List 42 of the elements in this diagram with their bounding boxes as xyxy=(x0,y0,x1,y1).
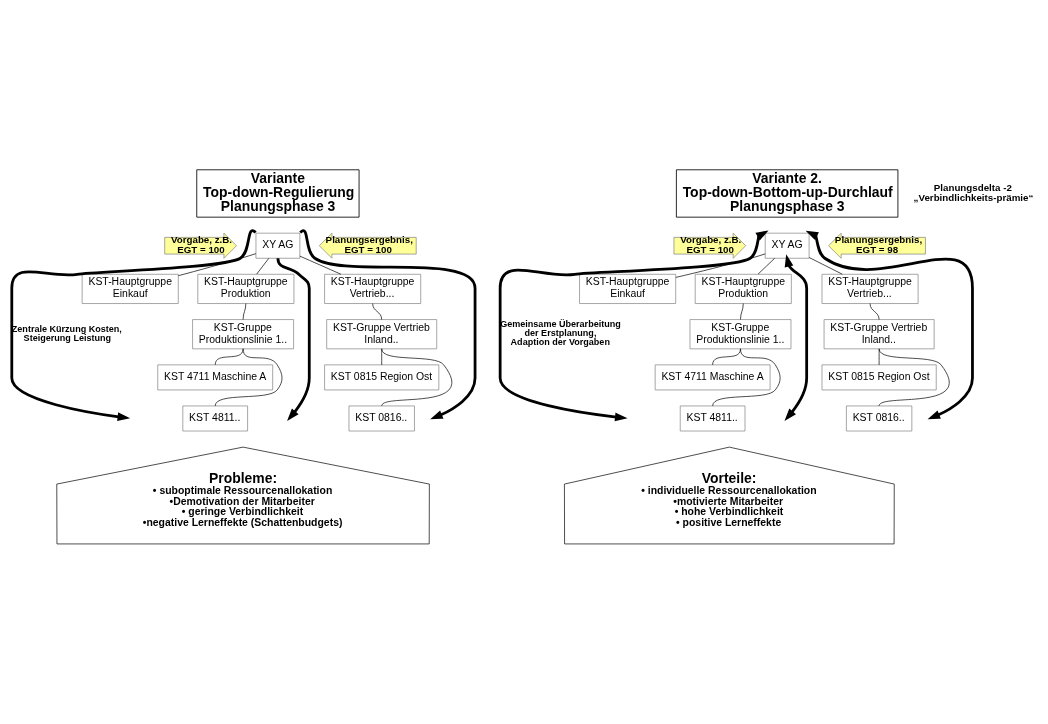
node-box: KST 0815 Region Ost xyxy=(324,364,440,391)
node-box: XY AG xyxy=(255,232,301,259)
node-box: Variante Top-down-Regulierung Planungsphase 3 xyxy=(196,169,360,218)
connector xyxy=(256,257,270,275)
arrow xyxy=(276,258,311,421)
node-box: KST 4711 Maschine A xyxy=(157,364,274,391)
node-box: KST 4711 Maschine A xyxy=(654,364,771,391)
connector xyxy=(878,348,950,407)
connector xyxy=(242,303,247,320)
node-box: KST-Hauptgruppe Einkauf xyxy=(579,273,677,304)
connector xyxy=(214,348,244,366)
node-box: KST-Gruppe Vertrieb Inland.. xyxy=(823,319,935,350)
connector xyxy=(878,348,880,366)
connector xyxy=(869,303,880,320)
node-box: KST 4811.. xyxy=(679,405,746,432)
node-box: KST-Hauptgruppe Einkauf xyxy=(81,273,179,304)
node-box: KST-Gruppe Vertrieb Inland.. xyxy=(326,319,438,350)
node-box: KST-Hauptgruppe Produktion xyxy=(197,273,295,304)
connector xyxy=(178,253,257,277)
node-box: KST 0816.. xyxy=(846,405,913,432)
connector xyxy=(675,253,766,278)
node-box: KST 4811.. xyxy=(182,405,248,432)
node-box: Variante 2. Top-down-Bottom-up-Durchlauf Planungsphase 3 xyxy=(675,169,899,218)
node-box: KST-Hauptgruppe Vertrieb... xyxy=(324,273,422,304)
connector xyxy=(381,348,383,366)
connector xyxy=(299,255,342,275)
connector xyxy=(372,303,383,320)
connector xyxy=(712,348,781,407)
arrow xyxy=(784,254,809,421)
edge-label: Zentrale Kürzung Kosten, Steigerung Leistung xyxy=(11,323,122,343)
connector xyxy=(214,348,283,407)
node-box: KST-Gruppe Produktionslinie 1.. xyxy=(192,319,294,350)
node-box: KST 0816.. xyxy=(348,405,415,432)
label: Planungsdelta -2 „Verbindlichkeits-prämie“ xyxy=(913,181,1034,203)
node-box: XY AG xyxy=(764,232,810,259)
node-box: KST 0815 Region Ost xyxy=(821,364,937,391)
edge-label: Gemeinsame Überarbeitung der Erstplanung, Adaption der Vorgaben xyxy=(500,319,621,348)
node-box: KST-Gruppe Produktionslinie 1.. xyxy=(689,319,792,350)
connector xyxy=(712,348,741,366)
connector xyxy=(381,348,453,407)
node-box: KST-Hauptgruppe Vertrieb... xyxy=(821,273,919,304)
node-box: KST-Hauptgruppe Produktion xyxy=(694,273,792,304)
